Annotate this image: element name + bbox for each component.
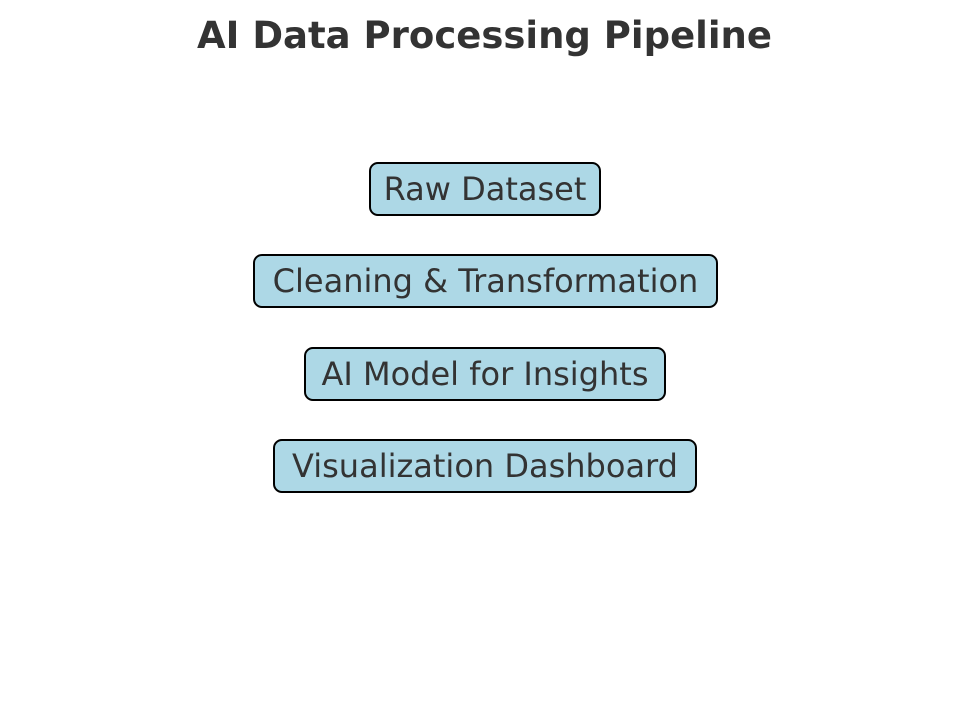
pipeline-step-visualization: Visualization Dashboard: [273, 439, 697, 493]
pipeline-step-ai-model: AI Model for Insights: [304, 347, 666, 401]
pipeline-step-cleaning: Cleaning & Transformation: [253, 254, 718, 308]
diagram-title: AI Data Processing Pipeline: [197, 14, 772, 57]
pipeline-step-raw-dataset: Raw Dataset: [369, 162, 601, 216]
